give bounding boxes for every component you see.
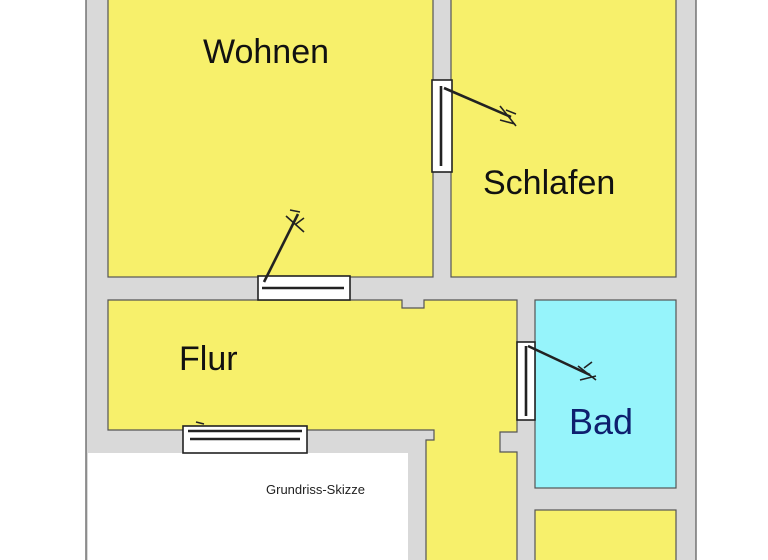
label-wohnen: Wohnen: [203, 33, 329, 71]
room-schlafen: [450, 0, 677, 278]
label-bad: Bad: [569, 401, 633, 442]
door-wohnen-schlafen: [431, 79, 517, 173]
door-wohnen-flur: [257, 209, 351, 301]
room-small: [534, 509, 677, 560]
door-entrance: [182, 421, 308, 454]
exterior-area: [88, 453, 408, 560]
room-bad: [534, 299, 677, 489]
door-flur-bad: [516, 341, 597, 421]
room-flur: [107, 299, 518, 560]
label-flur: Flur: [179, 340, 238, 378]
caption: Grundriss-Skizze: [266, 482, 365, 497]
exterior-strip: [697, 0, 768, 560]
room-wohnen: [107, 0, 434, 278]
label-schlafen: Schlafen: [483, 164, 615, 202]
